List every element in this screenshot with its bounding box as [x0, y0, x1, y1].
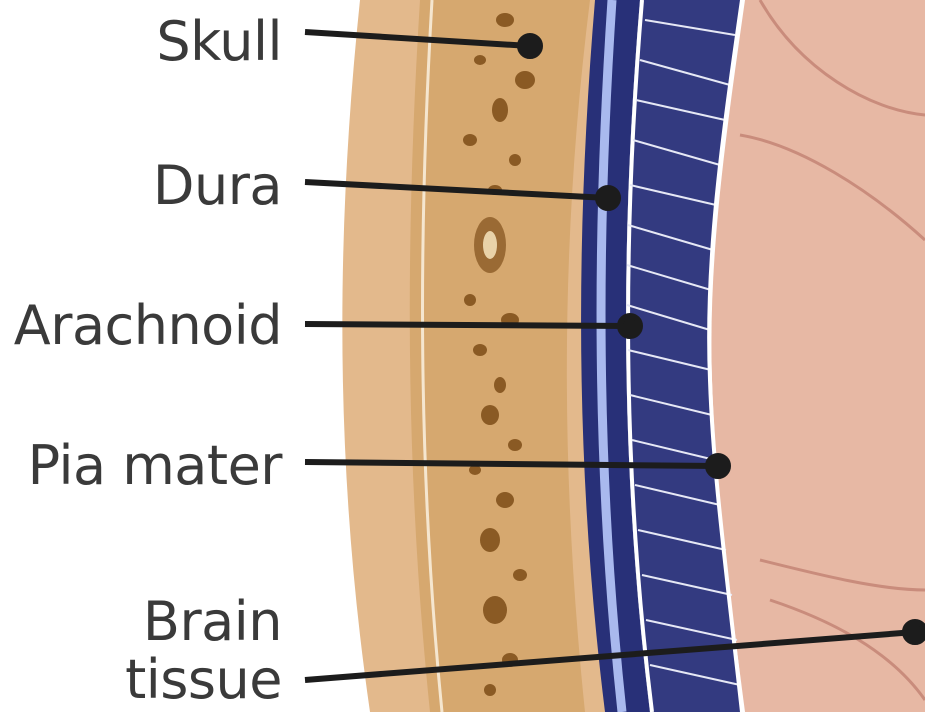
brain-tissue-label-line2: tissue [125, 650, 282, 710]
pia-mater-label: Pia mater [28, 436, 282, 496]
pia-mater-leader-line [305, 462, 718, 466]
brain-tissue-label-line1: Brain [143, 592, 282, 652]
arachnoid-pointer-dot [620, 316, 640, 336]
skull-pointer-dot [520, 36, 540, 56]
dura-label: Dura [153, 156, 282, 216]
dura-pointer-dot [598, 188, 618, 208]
skull-label: Skull [156, 12, 282, 72]
arachnoid-leader-line [305, 324, 630, 326]
arachnoid-label: Arachnoid [14, 296, 282, 356]
brain-tissue-region [711, 0, 925, 712]
brain-tissue-pointer-dot [905, 622, 925, 642]
pia-mater-pointer-dot [708, 456, 728, 476]
